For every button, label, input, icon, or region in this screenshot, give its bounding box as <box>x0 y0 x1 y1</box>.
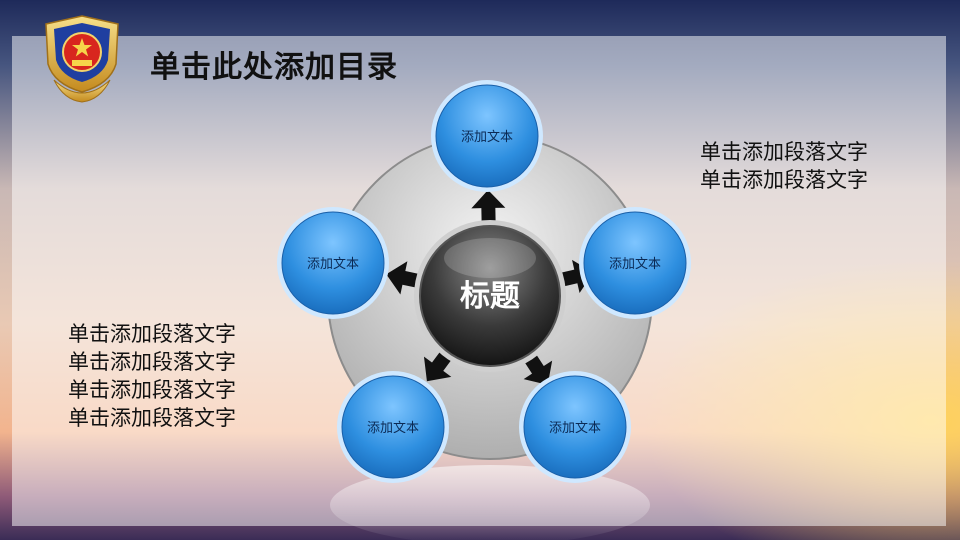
paragraph-line[interactable]: 单击添加段落文字 <box>68 378 236 402</box>
center-node[interactable]: 标题 <box>414 220 566 372</box>
node-label: 添加文本 <box>307 257 359 272</box>
node-disc <box>523 375 627 479</box>
node-label: 添加文本 <box>549 421 601 436</box>
police-emblem-icon <box>45 15 119 103</box>
node-bottom-left[interactable]: 添加文本 <box>337 371 449 483</box>
node-disc <box>583 211 687 315</box>
node-disc <box>281 211 385 315</box>
node-label: 添加文本 <box>461 130 513 145</box>
paragraph-line[interactable]: 单击添加段落文字 <box>700 140 868 164</box>
paragraph-line[interactable]: 单击添加段落文字 <box>68 350 236 374</box>
node-disc <box>341 375 445 479</box>
paragraph-right: 单击添加段落文字 单击添加段落文字 <box>700 138 868 194</box>
paragraph-line[interactable]: 单击添加段落文字 <box>68 322 236 346</box>
node-right[interactable]: 添加文本 <box>579 207 691 319</box>
paragraph-left: 单击添加段落文字 单击添加段落文字 单击添加段落文字 单击添加段落文字 <box>68 320 236 432</box>
arrow-to-node-top <box>471 190 506 225</box>
arrow-to-node-bottom-right <box>523 352 553 385</box>
arrow-to-node-left <box>386 261 421 295</box>
node-label: 添加文本 <box>367 421 419 436</box>
center-label: 标题 <box>460 279 520 314</box>
node-left[interactable]: 添加文本 <box>277 207 389 319</box>
paragraph-line[interactable]: 单击添加段落文字 <box>700 168 868 192</box>
hub-reflection <box>330 465 650 540</box>
node-top[interactable]: 添加文本 <box>431 80 543 192</box>
node-disc <box>435 84 539 188</box>
node-label: 添加文本 <box>609 257 661 272</box>
paragraph-line[interactable]: 单击添加段落文字 <box>68 406 236 430</box>
slide-title[interactable]: 单击此处添加目录 <box>150 50 398 85</box>
node-bottom-right[interactable]: 添加文本 <box>519 371 631 483</box>
